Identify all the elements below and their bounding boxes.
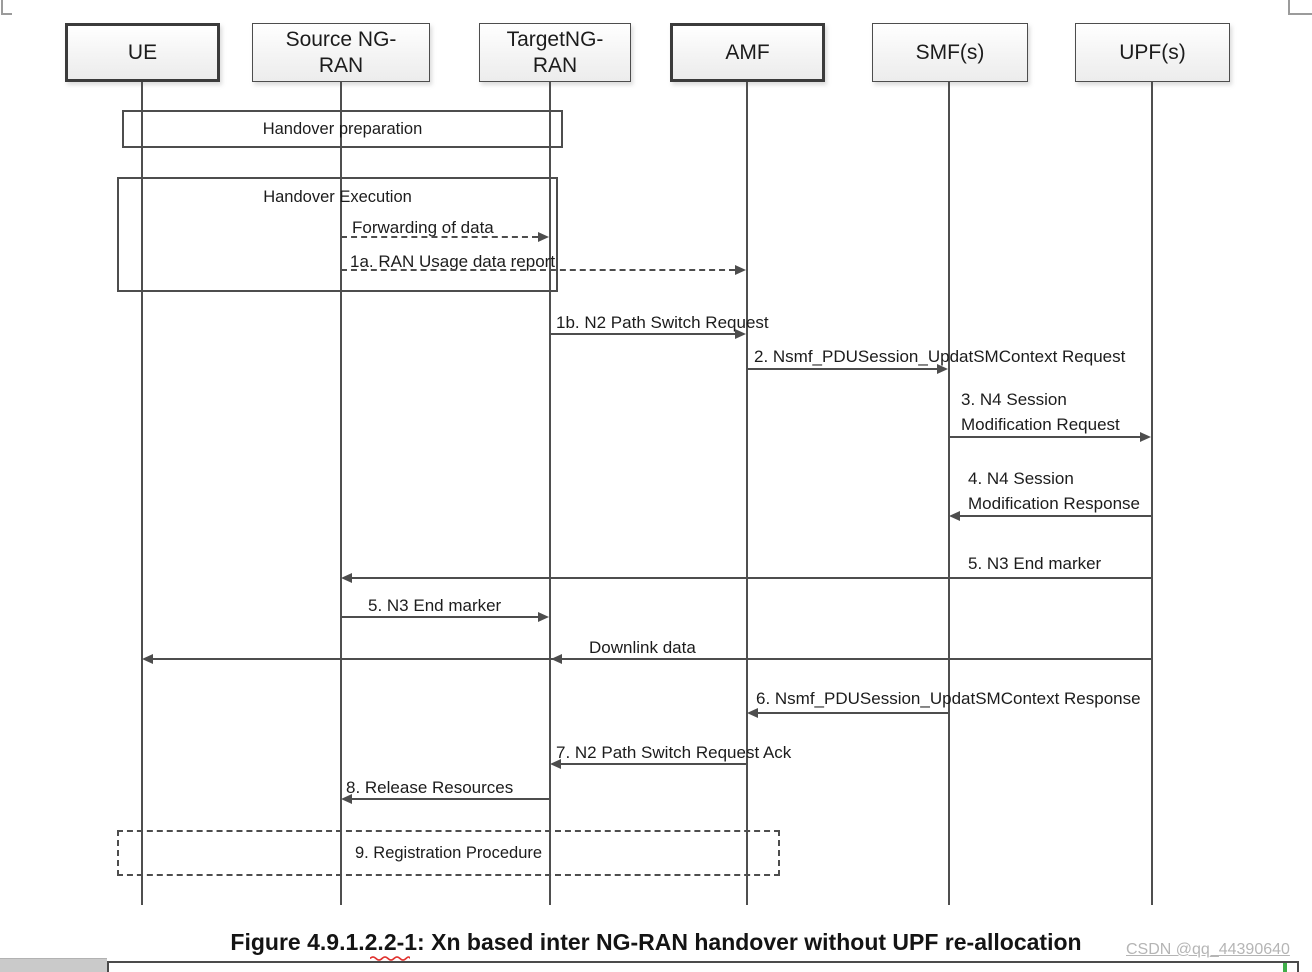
arrow-3-n4-session-modification-request bbox=[949, 436, 1140, 438]
actor-label: Source NG- RAN bbox=[285, 27, 397, 77]
arrow-downlink-data bbox=[153, 658, 1151, 660]
frame-label: Handover Execution bbox=[263, 188, 412, 206]
message-label-1a-ran-usage-data-report: 1a. RAN Usage data report bbox=[350, 252, 556, 271]
next-content-box-top-edge bbox=[107, 961, 1299, 972]
message-label-7-n2-path-switch-request-ack: 7. N2 Path Switch Request Ack bbox=[556, 743, 792, 762]
spellcheck-squiggle-icon bbox=[370, 956, 410, 961]
message-label-5-n3-end-marker-upf: 5. N3 End marker bbox=[968, 554, 1102, 573]
message-label-downlink-data: Downlink data bbox=[589, 638, 696, 657]
arrowhead bbox=[747, 708, 758, 718]
actor-box-source-ng-ran: Source NG- RAN bbox=[252, 23, 430, 82]
arrowhead bbox=[550, 759, 561, 769]
lifeline-ue bbox=[141, 82, 143, 905]
arrow-2-nsmf-pdusession-updatsmcontext-request bbox=[747, 368, 937, 370]
arrow-4-n4-session-modification-response bbox=[960, 515, 1151, 517]
arrowhead bbox=[937, 364, 948, 374]
page-bottom-gray-bar bbox=[0, 958, 107, 972]
actor-box-amf: AMF bbox=[670, 23, 825, 82]
frame-handover-execution: Handover Execution bbox=[117, 177, 558, 292]
arrowhead bbox=[341, 573, 352, 583]
actor-label: SMF(s) bbox=[915, 40, 985, 64]
actor-box-smf: SMF(s) bbox=[872, 23, 1028, 82]
actor-box-upf: UPF(s) bbox=[1075, 23, 1230, 82]
arrowhead bbox=[949, 511, 960, 521]
frame-label: Handover preparation bbox=[262, 119, 423, 138]
frame-corner-artifact-top-right bbox=[1288, 0, 1312, 15]
arrow-8-release-resources bbox=[352, 798, 549, 800]
message-label-3-n4-session-modification-request: 3. N4 Session Modification Request bbox=[961, 390, 1120, 434]
arrow-1a-ran-usage-data-report bbox=[341, 269, 735, 271]
actor-box-ue: UE bbox=[65, 23, 220, 82]
figure-caption: Figure 4.9.1.2.2-1: Xn based inter NG-RA… bbox=[230, 929, 1082, 955]
message-label-1b-n2-path-switch-request: 1b. N2 Path Switch Request bbox=[556, 313, 769, 332]
message-label-4-n4-session-modification-response: 4. N4 Session Modification Response bbox=[968, 469, 1140, 513]
message-label-6-nsmf-pdusession-updatsmcontext-response: 6. Nsmf_PDUSession_UpdatSMContext Respon… bbox=[756, 689, 1141, 708]
arrowhead bbox=[538, 612, 549, 622]
actor-box-target-ng-ran: TargetNG- RAN bbox=[479, 23, 631, 82]
message-label-2-nsmf-pdusession-updatsmcontext-request: 2. Nsmf_PDUSession_UpdatSMContext Reques… bbox=[754, 347, 1126, 366]
message-label-5-n3-end-marker-source: 5. N3 End marker bbox=[368, 596, 502, 615]
message-label-forwarding-of-data: Forwarding of data bbox=[352, 218, 494, 237]
frame-registration-procedure: 9. Registration Procedure bbox=[117, 830, 780, 876]
actor-label: UE bbox=[127, 40, 158, 64]
lifeline-upf bbox=[1151, 82, 1153, 905]
lifeline-smf bbox=[948, 82, 950, 905]
arrow-1b-n2-path-switch-request bbox=[550, 333, 735, 335]
arrowhead bbox=[142, 654, 153, 664]
csdn-watermark: CSDN @qq_44390640 bbox=[1126, 941, 1290, 958]
arrowhead bbox=[1140, 432, 1151, 442]
actor-label: AMF bbox=[725, 40, 770, 64]
lifeline-target-ng-ran bbox=[549, 82, 551, 905]
lifeline-amf bbox=[746, 82, 748, 905]
actor-label: UPF(s) bbox=[1119, 40, 1186, 64]
arrow-5-n3-end-marker-source-to-target bbox=[341, 616, 538, 618]
arrow-7-n2-path-switch-request-ack bbox=[561, 763, 746, 765]
green-caret-mark bbox=[1283, 963, 1287, 972]
arrow-6-nsmf-pdusession-updatsmcontext-response bbox=[758, 712, 948, 714]
frame-corner-artifact-top-left bbox=[1, 0, 12, 15]
frame-label: 9. Registration Procedure bbox=[354, 843, 543, 862]
message-label-8-release-resources: 8. Release Resources bbox=[346, 778, 514, 797]
arrow-5-n3-end-marker-upf-to-source bbox=[352, 577, 1151, 579]
arrowhead bbox=[341, 794, 352, 804]
actor-label: TargetNG- RAN bbox=[506, 27, 604, 77]
lifeline-source-ng-ran bbox=[340, 82, 342, 905]
arrowhead bbox=[538, 232, 549, 242]
arrowhead bbox=[735, 265, 746, 275]
frame-handover-preparation: Handover preparation bbox=[122, 110, 563, 148]
arrowhead bbox=[551, 654, 562, 664]
arrowhead bbox=[735, 329, 746, 339]
arrow-forwarding-of-data bbox=[341, 236, 538, 238]
